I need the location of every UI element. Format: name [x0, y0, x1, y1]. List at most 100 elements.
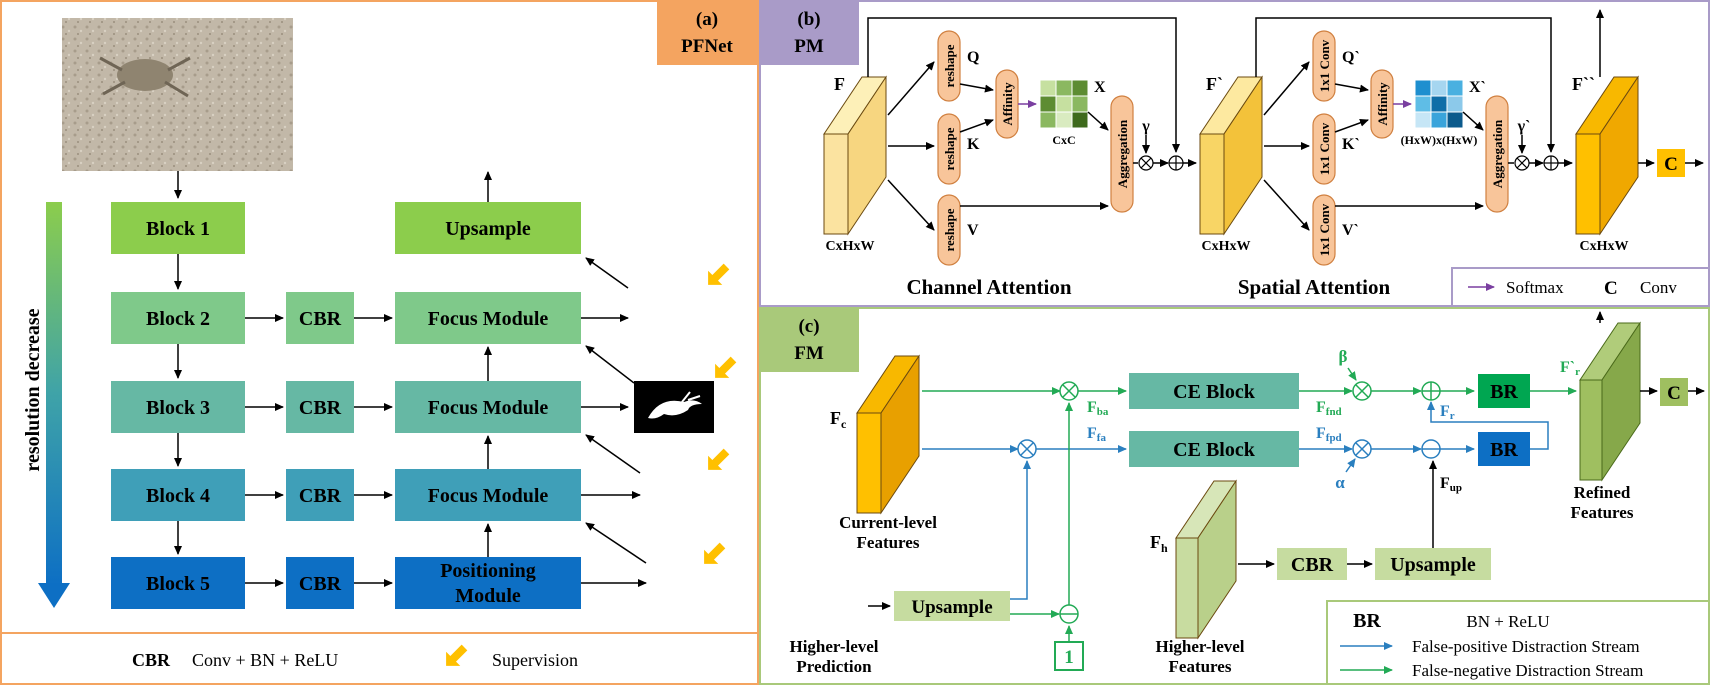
sa-multiply-op — [1514, 155, 1530, 171]
alpha-multiply-op — [1352, 439, 1372, 459]
br-blue — [1478, 432, 1530, 466]
ca-q-label: Q — [967, 49, 979, 66]
sa-conv-v — [1312, 194, 1336, 266]
supervision-arrow-1 — [708, 263, 730, 285]
beta-multiply-op — [1352, 381, 1372, 401]
refined-label-1: Refined — [1574, 483, 1631, 502]
sa-conv-k — [1312, 113, 1336, 185]
ca-aggregation-label: Aggregation — [1115, 119, 1130, 188]
pm-output-dims: CxHxW — [1580, 239, 1629, 254]
block-5 — [111, 557, 245, 609]
sa-dims-label: CxHxW — [1202, 239, 1251, 254]
ce-block-1 — [1129, 373, 1299, 409]
cbr-c — [1277, 548, 1347, 580]
sa-q-label: Q` — [1342, 49, 1360, 66]
one-label: 1 — [1064, 647, 1074, 668]
pm-output-feature — [1575, 75, 1639, 236]
current-level-label-1: Current-level — [839, 513, 937, 532]
focus-module-2-label: Focus Module — [428, 397, 549, 419]
sa-affinity-matrix — [1414, 79, 1464, 129]
fn-subtract-op — [1059, 604, 1079, 624]
fm-legend-fn: False-negative Distraction Stream — [1412, 661, 1643, 680]
pm-conv-label: C — [1664, 154, 1678, 175]
cbr-2-label: CBR — [299, 308, 342, 330]
panel-c: (c) FM Fc Current-level Features Fba Ffa — [759, 307, 1710, 685]
upsample-a-label: Upsample — [445, 218, 531, 240]
positioning-module — [395, 557, 581, 609]
sa-aggregation — [1485, 95, 1509, 213]
br-green — [1478, 374, 1530, 408]
block-2-label: Block 2 — [146, 308, 210, 330]
sa-input-label: F` — [1206, 74, 1223, 94]
supervision-arrow-2 — [715, 356, 737, 378]
pm-legend-softmax: Softmax — [1506, 278, 1564, 297]
fup-label: Fup — [1440, 475, 1462, 494]
higher-pred-label-1: Higher-level — [789, 637, 878, 656]
ca-v-label: V — [967, 222, 979, 239]
cbr-4-label: CBR — [299, 485, 342, 507]
panel-c-tag-name: FM — [794, 343, 824, 364]
ca-reshape-v-label: reshape — [942, 208, 957, 251]
higher-pred-label-2: Prediction — [796, 657, 872, 676]
current-level-label-2: Features — [857, 533, 920, 552]
ffpd-label: Ffpd — [1316, 425, 1342, 444]
block-2 — [111, 292, 245, 344]
sa-conv-q-label: 1x1 Conv — [1317, 39, 1332, 92]
panel-b: (b) PM F CxHxW reshape reshape reshape Q… — [759, 0, 1710, 307]
sa-input-feature — [1199, 75, 1263, 236]
cbr-4 — [286, 469, 354, 521]
current-level-feature — [856, 354, 920, 515]
fm-conv-label: C — [1667, 383, 1681, 404]
panel-a-tag-name: PFNet — [681, 36, 733, 57]
cbr-5 — [286, 557, 354, 609]
ca-title: Channel Attention — [906, 275, 1071, 299]
fm-legend-br-key: BR — [1353, 610, 1381, 632]
panel-c-border — [759, 307, 1710, 685]
fm-legend-fp: False-positive Distraction Stream — [1412, 637, 1640, 656]
panel-c-tag — [760, 308, 859, 372]
pm-output-label: F`` — [1572, 74, 1595, 94]
alpha-label: α — [1335, 473, 1345, 492]
fp-multiply-op — [1017, 439, 1037, 459]
sa-conv-k-label: 1x1 Conv — [1317, 122, 1332, 175]
sa-gamma-label: γ` — [1517, 118, 1531, 135]
sa-conv-v-label: 1x1 Conv — [1317, 203, 1332, 256]
ca-affinity-matrix — [1039, 79, 1089, 129]
cbr-3-label: CBR — [299, 397, 342, 419]
mask-image — [634, 381, 714, 433]
higher-level-feature — [1175, 479, 1237, 640]
focus-module-1 — [395, 292, 581, 344]
refined-label-2: Features — [1571, 503, 1634, 522]
pm-legend-c-desc: Conv — [1640, 278, 1677, 297]
supervision-arrow-3 — [708, 448, 730, 470]
panel-b-border — [759, 0, 1710, 307]
panel-a-tag-letter: (a) — [696, 9, 718, 30]
ce-block-2 — [1129, 431, 1299, 467]
upsample-prediction-label: Upsample — [911, 597, 992, 618]
ca-dims-label: CxHxW — [826, 239, 875, 254]
fba-label: Fba — [1087, 399, 1109, 418]
focus-module-3-label: Focus Module — [428, 485, 549, 507]
legend-cbr-key: CBR — [132, 650, 171, 670]
sa-title: Spatial Attention — [1238, 275, 1391, 299]
panel-b-tag-name: PM — [794, 36, 824, 57]
resolution-arrow-head — [38, 583, 70, 608]
panel-b-tag-letter: (b) — [797, 9, 820, 30]
cbr-5-label: CBR — [299, 573, 342, 595]
ca-reshape-k — [937, 113, 961, 185]
fc-label: Fc — [830, 408, 847, 431]
block-3 — [111, 381, 245, 433]
upsample-features — [1375, 548, 1491, 580]
upsample-a — [395, 202, 581, 254]
sa-hwhw-label: (HxW)x(HxW) — [1401, 133, 1478, 147]
focus-module-2 — [395, 381, 581, 433]
focus-module-3 — [395, 469, 581, 521]
fn-multiply-op — [1059, 381, 1079, 401]
fm-legend-br-desc: BN + ReLU — [1466, 612, 1549, 631]
positioning-module-label-1: Positioning — [440, 560, 536, 582]
ca-affinity-label: Affinity — [1000, 82, 1015, 126]
ca-input-feature — [823, 75, 887, 236]
ca-multiply-op — [1138, 155, 1154, 171]
ca-reshape-k-label: reshape — [942, 127, 957, 170]
ca-cxc-label: CxC — [1052, 133, 1075, 147]
